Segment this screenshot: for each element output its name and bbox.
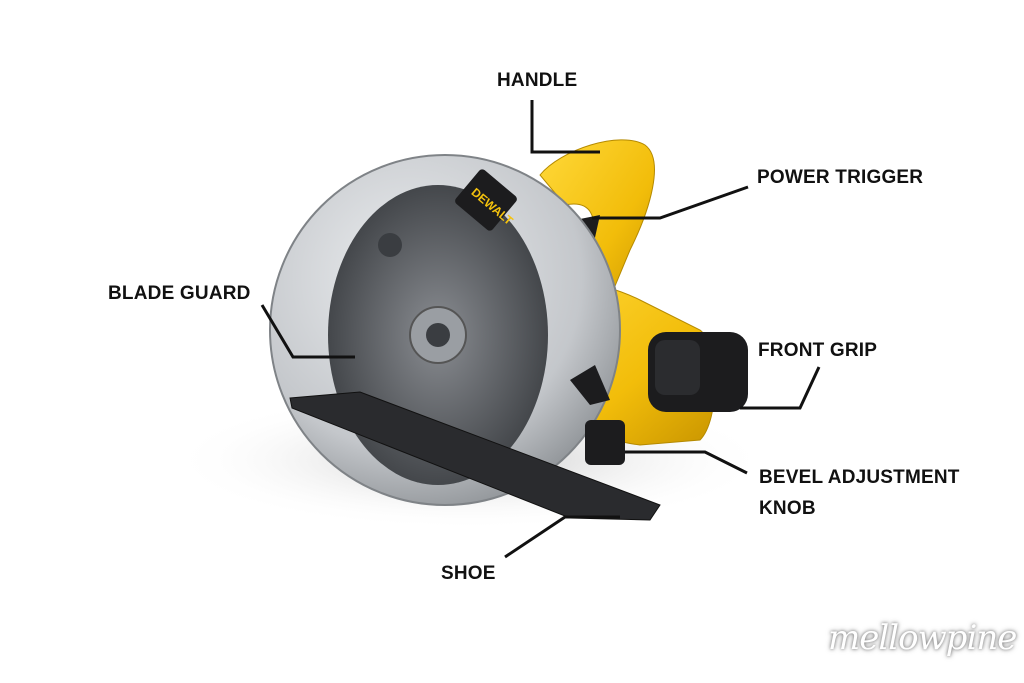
watermark: mellowpine — [828, 618, 1017, 658]
label-front-grip: FRONT GRIP — [758, 340, 878, 361]
power-trigger-leader — [592, 185, 749, 220]
leader-lines — [260, 100, 821, 559]
shoe-plate — [289, 365, 661, 521]
label-bevel-adjustment: BEVEL ADJUSTMENT — [759, 467, 960, 488]
blade-guard-leader — [260, 304, 355, 359]
shoe-leader — [504, 515, 620, 559]
front-grip-leader — [740, 366, 821, 410]
label-power-trigger: POWER TRIGGER — [757, 167, 924, 188]
label-handle: HANDLE — [497, 70, 578, 91]
label-shoe: SHOE — [441, 563, 496, 584]
label-blade-guard: BLADE GUARD — [108, 283, 251, 304]
label-bevel-knob: KNOB — [759, 498, 816, 519]
handle-leader — [530, 100, 600, 154]
bevel-knob-leader — [625, 450, 748, 475]
